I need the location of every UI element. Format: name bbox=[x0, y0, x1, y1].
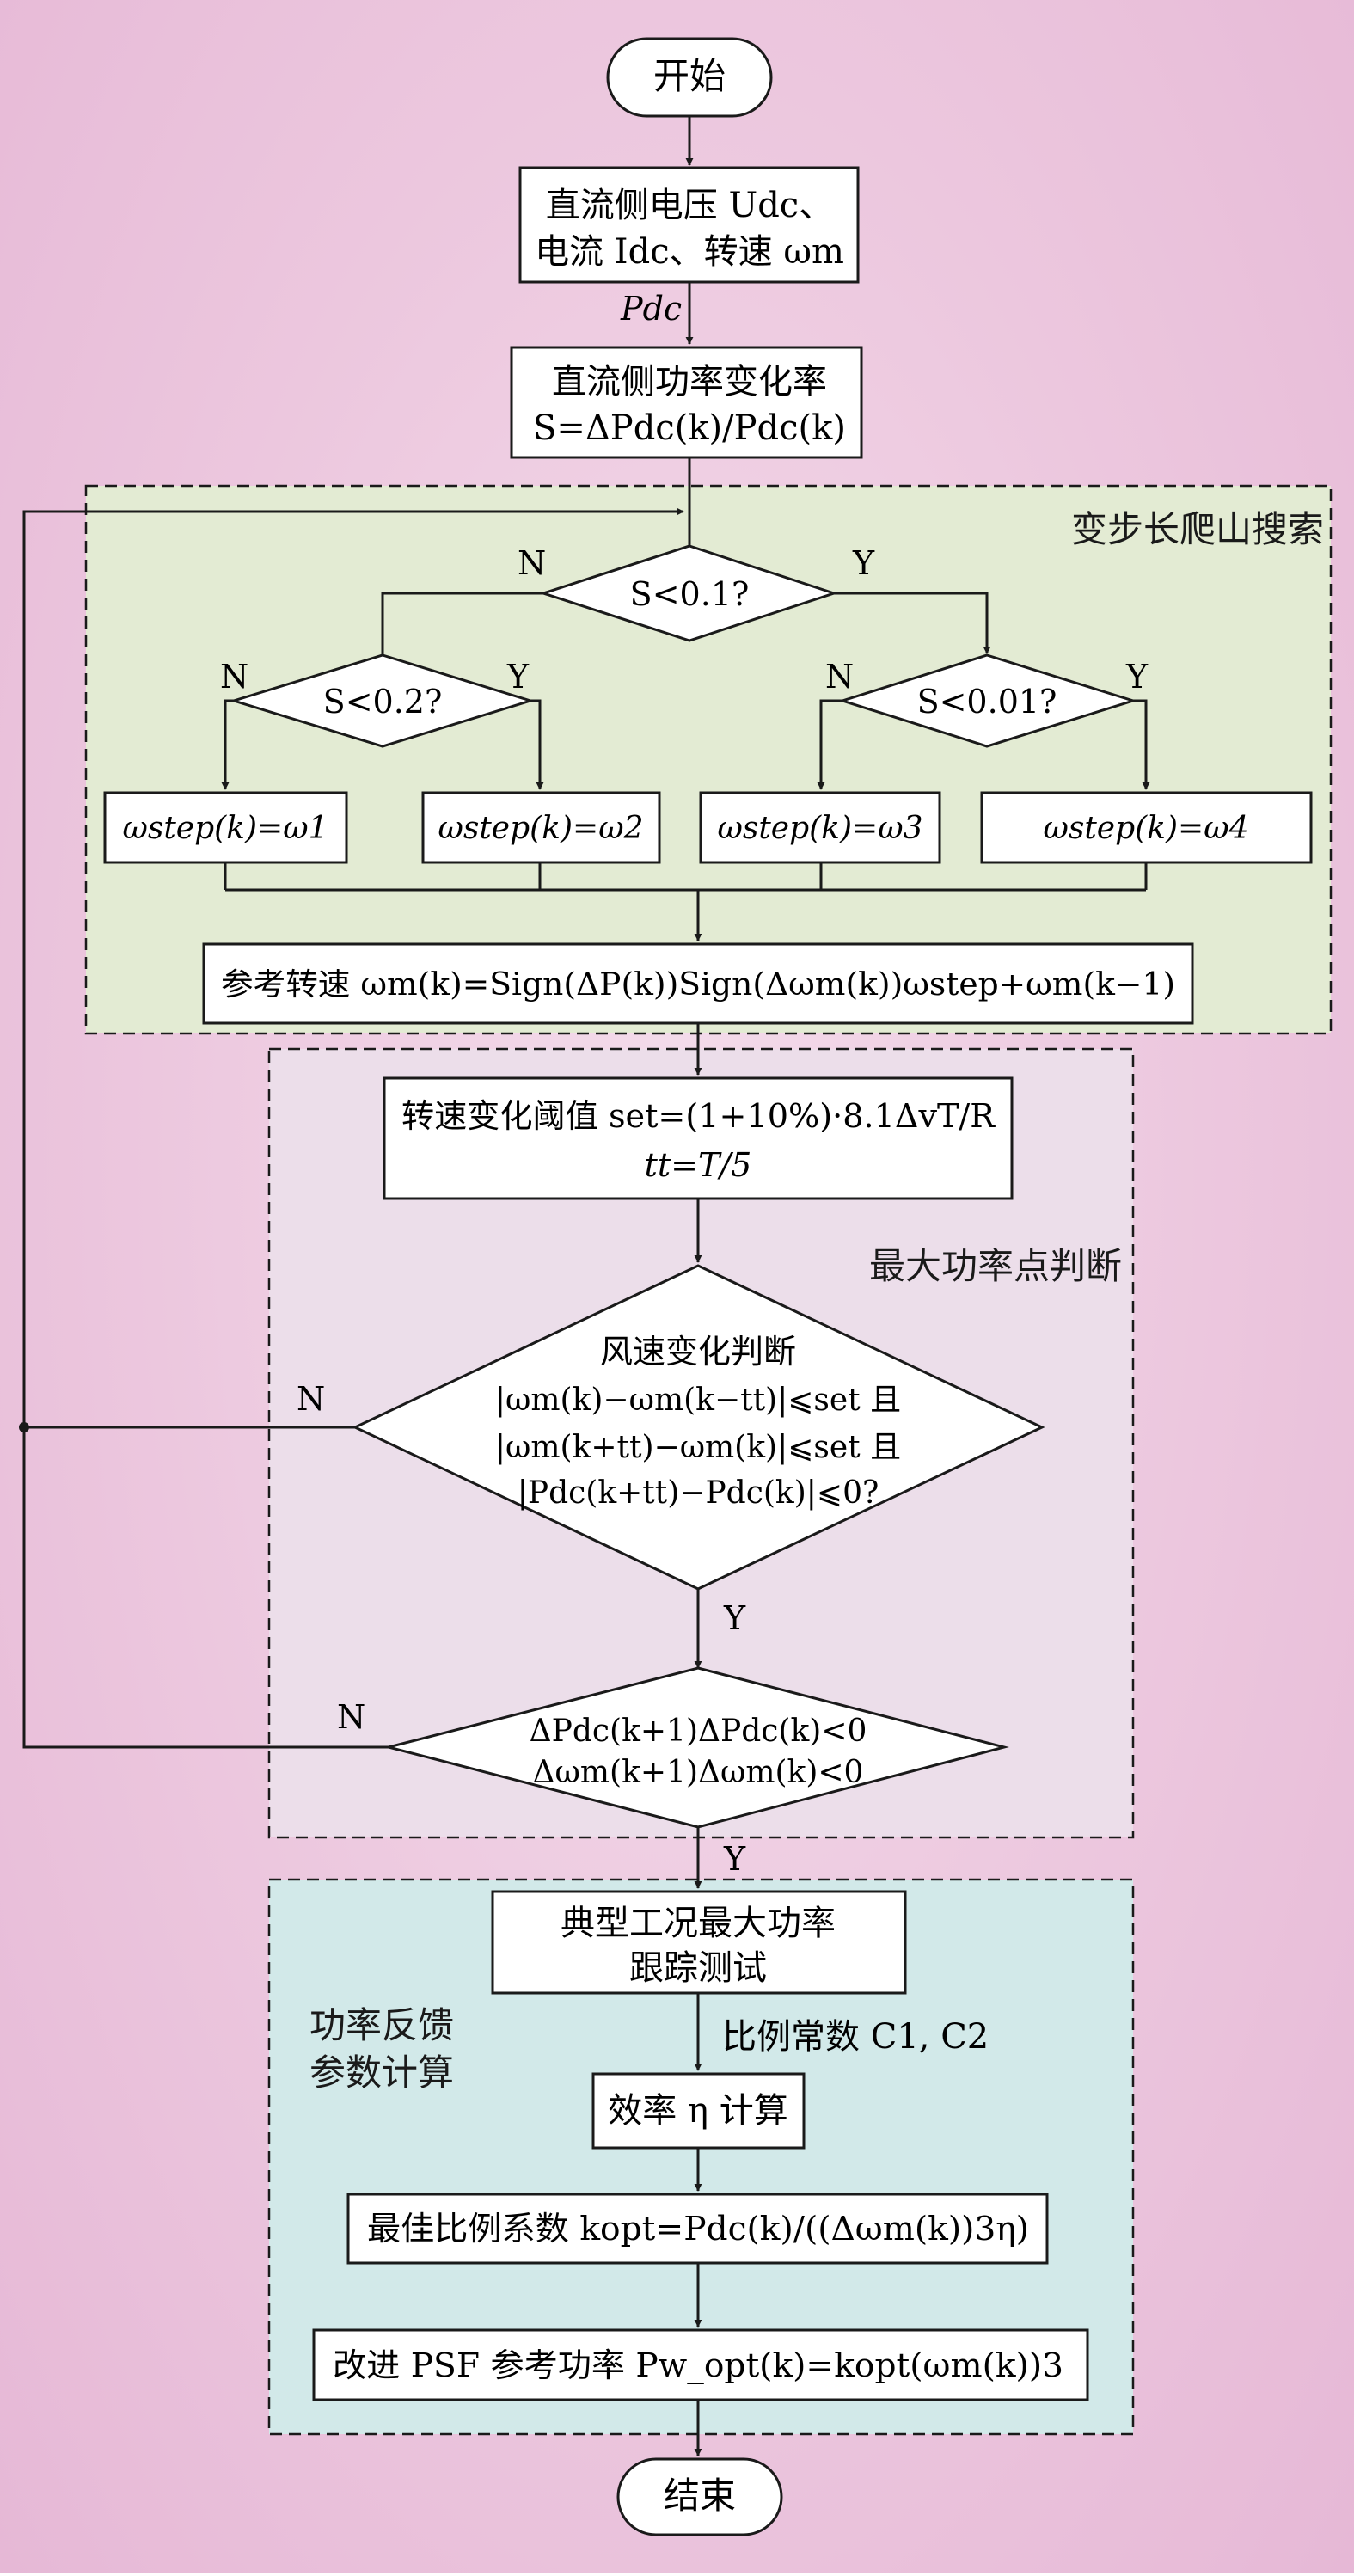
start-terminal bbox=[606, 37, 773, 118]
branch-n: N bbox=[337, 1698, 365, 1736]
wind-line-4: |Pdc(k+tt)−Pdc(k)|⩽0? bbox=[518, 1475, 879, 1511]
ref-speed-text: 参考转速 ωm(k)=Sign(ΔP(k))Sign(Δωm(k))ωstep+… bbox=[221, 967, 1175, 1003]
decision-s-001 bbox=[838, 653, 1138, 748]
step-box-w3 bbox=[699, 791, 941, 864]
rate-node bbox=[510, 346, 863, 459]
branch-n: N bbox=[518, 544, 546, 582]
start-label: 开始 bbox=[653, 55, 726, 97]
threshold-line-2: tt=T/5 bbox=[645, 1146, 752, 1184]
branch-n: N bbox=[825, 658, 854, 696]
decision-s-01-text: S<0.1? bbox=[630, 575, 750, 613]
branch-y: Y bbox=[723, 1599, 746, 1637]
decision-s-001-text: S<0.01? bbox=[917, 683, 1057, 721]
step-box-w1 bbox=[103, 791, 348, 864]
decision-s-02 bbox=[229, 653, 536, 748]
ref-speed-node bbox=[202, 942, 1194, 1025]
section-label-feedback-2: 参数计算 bbox=[309, 2052, 454, 2094]
step-box-w4 bbox=[980, 791, 1313, 864]
threshold-node bbox=[383, 1076, 1014, 1200]
measure-line-2: 电流 Idc、转速 ωm bbox=[535, 232, 844, 272]
section-label-feedback-1: 功率反馈 bbox=[309, 2004, 454, 2046]
wind-line-1: 风速变化判断 bbox=[600, 1333, 796, 1371]
psf-node bbox=[312, 2328, 1089, 2401]
psf-text: 改进 PSF 参考功率 Pw_opt(k)=kopt(ωm(k))3 bbox=[333, 2346, 1063, 2385]
rate-line-1: 直流侧功率变化率 bbox=[552, 362, 827, 402]
wind-line-3: |ωm(k+tt)−ωm(k)|⩽set 且 bbox=[495, 1430, 901, 1465]
branch-n: N bbox=[220, 658, 248, 696]
tracking-line-2: 跟踪测试 bbox=[629, 1948, 767, 1988]
efficiency-node bbox=[591, 2072, 806, 2150]
decision-s-01 bbox=[539, 544, 838, 642]
wind-line-2: |ωm(k)−ωm(k−tt)|⩽set 且 bbox=[495, 1383, 901, 1418]
step-w3-text: ωstep(k)=ω3 bbox=[718, 811, 923, 846]
pdc-label: Pdc bbox=[620, 290, 682, 328]
kopt-node bbox=[346, 2193, 1049, 2265]
sign-line-1: ΔPdc(k+1)ΔPdc(k)<0 bbox=[530, 1714, 867, 1749]
sign-line-2: Δωm(k+1)Δωm(k)<0 bbox=[533, 1755, 864, 1790]
ratio-label: 比例常数 C1, C2 bbox=[722, 2017, 989, 2057]
decision-wind-change bbox=[352, 1264, 1045, 1591]
branch-n: N bbox=[297, 1380, 325, 1418]
step-box-w2 bbox=[421, 791, 661, 864]
junction-dot bbox=[19, 1422, 29, 1432]
efficiency-text: 效率 η 计算 bbox=[608, 2091, 787, 2131]
rate-line-2: S=ΔPdc(k)/Pdc(k) bbox=[533, 408, 846, 448]
branch-y: Y bbox=[506, 658, 530, 696]
branch-y: Y bbox=[852, 544, 875, 582]
measure-line-1: 直流侧电压 Udc、 bbox=[546, 186, 833, 225]
end-label: 结束 bbox=[664, 2475, 736, 2517]
decision-s-02-text: S<0.2? bbox=[323, 683, 443, 721]
threshold-line-1: 转速变化阈值 set=(1+10%)·8.1ΔvT/R bbox=[401, 1097, 996, 1135]
step-w1-text: ωstep(k)=ω1 bbox=[123, 811, 328, 846]
tracking-test-node bbox=[491, 1890, 907, 1995]
kopt-text: 最佳比例系数 kopt=Pdc(k)/((Δωm(k))3η) bbox=[367, 2210, 1029, 2248]
section-label-mpp-judge: 最大功率点判断 bbox=[869, 1245, 1122, 1287]
step-w2-text: ωstep(k)=ω2 bbox=[438, 811, 644, 846]
step-w4-text: ωstep(k)=ω4 bbox=[1044, 811, 1249, 846]
branch-y: Y bbox=[723, 1840, 746, 1878]
measure-node bbox=[518, 166, 860, 284]
end-terminal bbox=[616, 2457, 783, 2536]
branch-y: Y bbox=[1125, 658, 1149, 696]
section-label-hill-climb: 变步长爬山搜索 bbox=[1071, 508, 1324, 550]
decision-sign-change bbox=[388, 1666, 1009, 1829]
tracking-line-1: 典型工况最大功率 bbox=[561, 1904, 836, 1943]
